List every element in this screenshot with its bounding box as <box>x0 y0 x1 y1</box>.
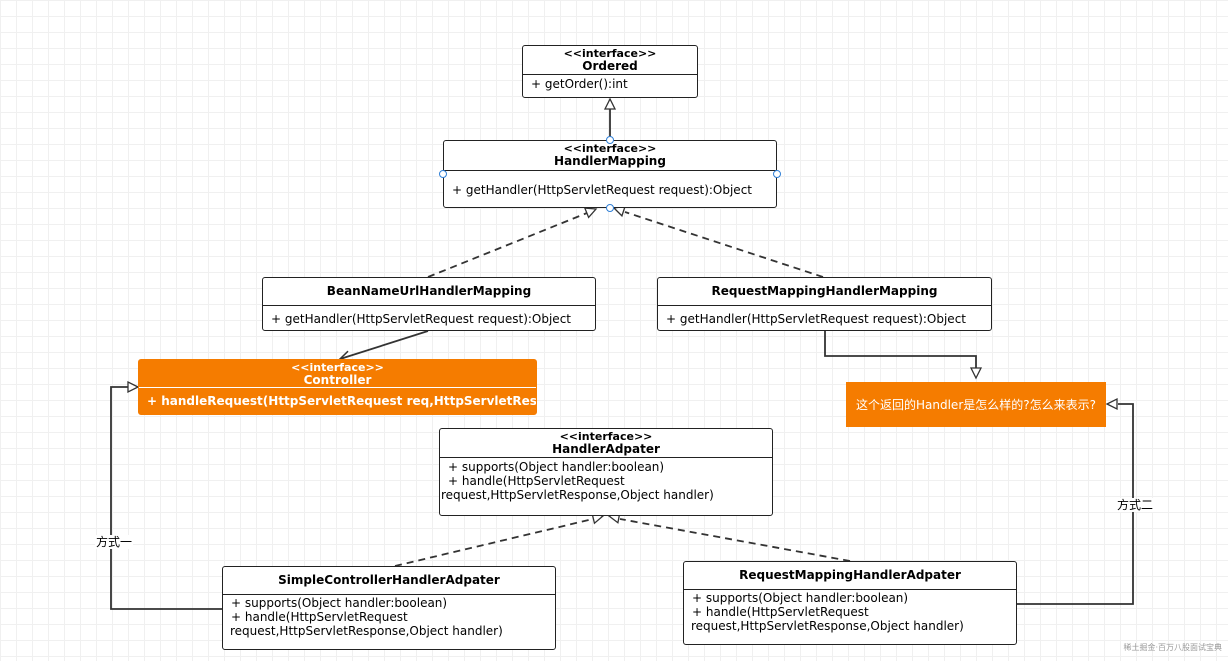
arrowhead-note-right <box>1105 397 1118 411</box>
handler-mapping-interface-box[interactable]: <<interface>> HandlerMapping + getHandle… <box>443 140 777 208</box>
edge-simpleadapter-controller <box>110 386 222 610</box>
bean-name-url-handler-mapping-method: + getHandler(HttpServletRequest request)… <box>271 312 571 326</box>
edge-beanname-handlermapping <box>427 212 588 278</box>
ordered-method: + getOrder():int <box>531 77 628 91</box>
edge-requestmapping-handlermapping <box>624 211 824 278</box>
controller-stereotype: <<interface>> <box>291 361 384 374</box>
simple-controller-handler-adapter-box[interactable]: SimpleControllerHandlerAdpater + support… <box>222 566 556 650</box>
edge-beanname-controller <box>339 330 429 360</box>
selection-handle-right[interactable] <box>773 170 781 178</box>
selection-handle-bottom[interactable] <box>606 204 614 212</box>
controller-interface-box[interactable]: <<interface>> Controller + handleRequest… <box>138 359 537 415</box>
handler-question-text: 这个返回的Handler是怎么样的?怎么来表示? <box>856 398 1096 412</box>
selection-handle-left[interactable] <box>439 170 447 178</box>
controller-name: Controller <box>303 373 372 387</box>
handler-question-note[interactable]: 这个返回的Handler是怎么样的?怎么来表示? <box>846 382 1106 427</box>
arrowhead-note-top <box>969 367 983 380</box>
arrowhead-controller-left <box>127 380 140 394</box>
edge-simpleadapter-handleradapter <box>394 518 594 567</box>
watermark: 稀土掘金·百万八股面试宝典 <box>1123 643 1222 652</box>
handler-adapter-method-handle-params: request,HttpServletResponse,Object handl… <box>441 488 714 502</box>
simple-controller-handler-adapter-name: SimpleControllerHandlerAdpater <box>278 573 500 587</box>
handler-mapping-name: HandlerMapping <box>554 154 666 168</box>
simple-adapter-method-handle: + handle(HttpServletRequest <box>231 610 408 624</box>
simple-adapter-method-supports: + supports(Object handler:boolean) <box>231 596 448 610</box>
handler-adapter-name: HandlerAdpater <box>552 442 660 456</box>
ordered-stereotype: <<interface>> <box>563 47 657 60</box>
edge-requestmapping-note <box>824 331 977 377</box>
handler-adapter-stereotype: <<interface>> <box>559 430 653 443</box>
rm-adapter-method-handle: + handle(HttpServletRequest <box>692 605 869 619</box>
request-mapping-handler-adapter-name: RequestMappingHandlerAdpater <box>739 568 961 582</box>
bean-name-url-handler-mapping-name: BeanNameUrlHandlerMapping <box>326 284 532 298</box>
bean-name-url-handler-mapping-box[interactable]: BeanNameUrlHandlerMapping + getHandler(H… <box>262 277 596 331</box>
handler-mapping-stereotype: <<interface>> <box>563 142 657 155</box>
selection-handle-top[interactable] <box>606 136 614 144</box>
arrowhead-ordered <box>603 97 617 110</box>
request-mapping-handler-mapping-name: RequestMappingHandlerMapping <box>711 284 938 298</box>
rm-adapter-method-handle-params: request,HttpServletResponse,Object handl… <box>691 619 964 633</box>
request-mapping-handler-mapping-box[interactable]: RequestMappingHandlerMapping + getHandle… <box>657 277 992 331</box>
request-mapping-handler-adapter-box[interactable]: RequestMappingHandlerAdpater + supports(… <box>683 561 1017 645</box>
handler-adapter-interface-box[interactable]: <<interface>> HandlerAdpater + supports(… <box>439 428 773 516</box>
rm-adapter-method-supports: + supports(Object handler:boolean) <box>692 591 909 605</box>
ordered-interface-box[interactable]: <<interface>> Ordered + getOrder():int <box>522 45 698 98</box>
ordered-name: Ordered <box>582 59 638 73</box>
handler-mapping-method: + getHandler(HttpServletRequest request)… <box>452 183 752 197</box>
handler-adapter-method-supports: + supports(Object handler:boolean) <box>448 460 665 474</box>
way-one-label: 方式一 <box>95 535 134 549</box>
controller-method: + handleRequest(HttpServletRequest req,H… <box>147 394 537 408</box>
arrowhead-handlermapping-left <box>583 207 598 219</box>
handler-adapter-method-handle: + handle(HttpServletRequest <box>448 474 625 488</box>
request-mapping-handler-mapping-method: + getHandler(HttpServletRequest request)… <box>666 312 966 326</box>
way-two-label: 方式二 <box>1116 498 1155 512</box>
edge-rmadapter-handleradapter <box>619 518 851 562</box>
simple-adapter-method-handle-params: request,HttpServletResponse,Object handl… <box>230 624 503 638</box>
